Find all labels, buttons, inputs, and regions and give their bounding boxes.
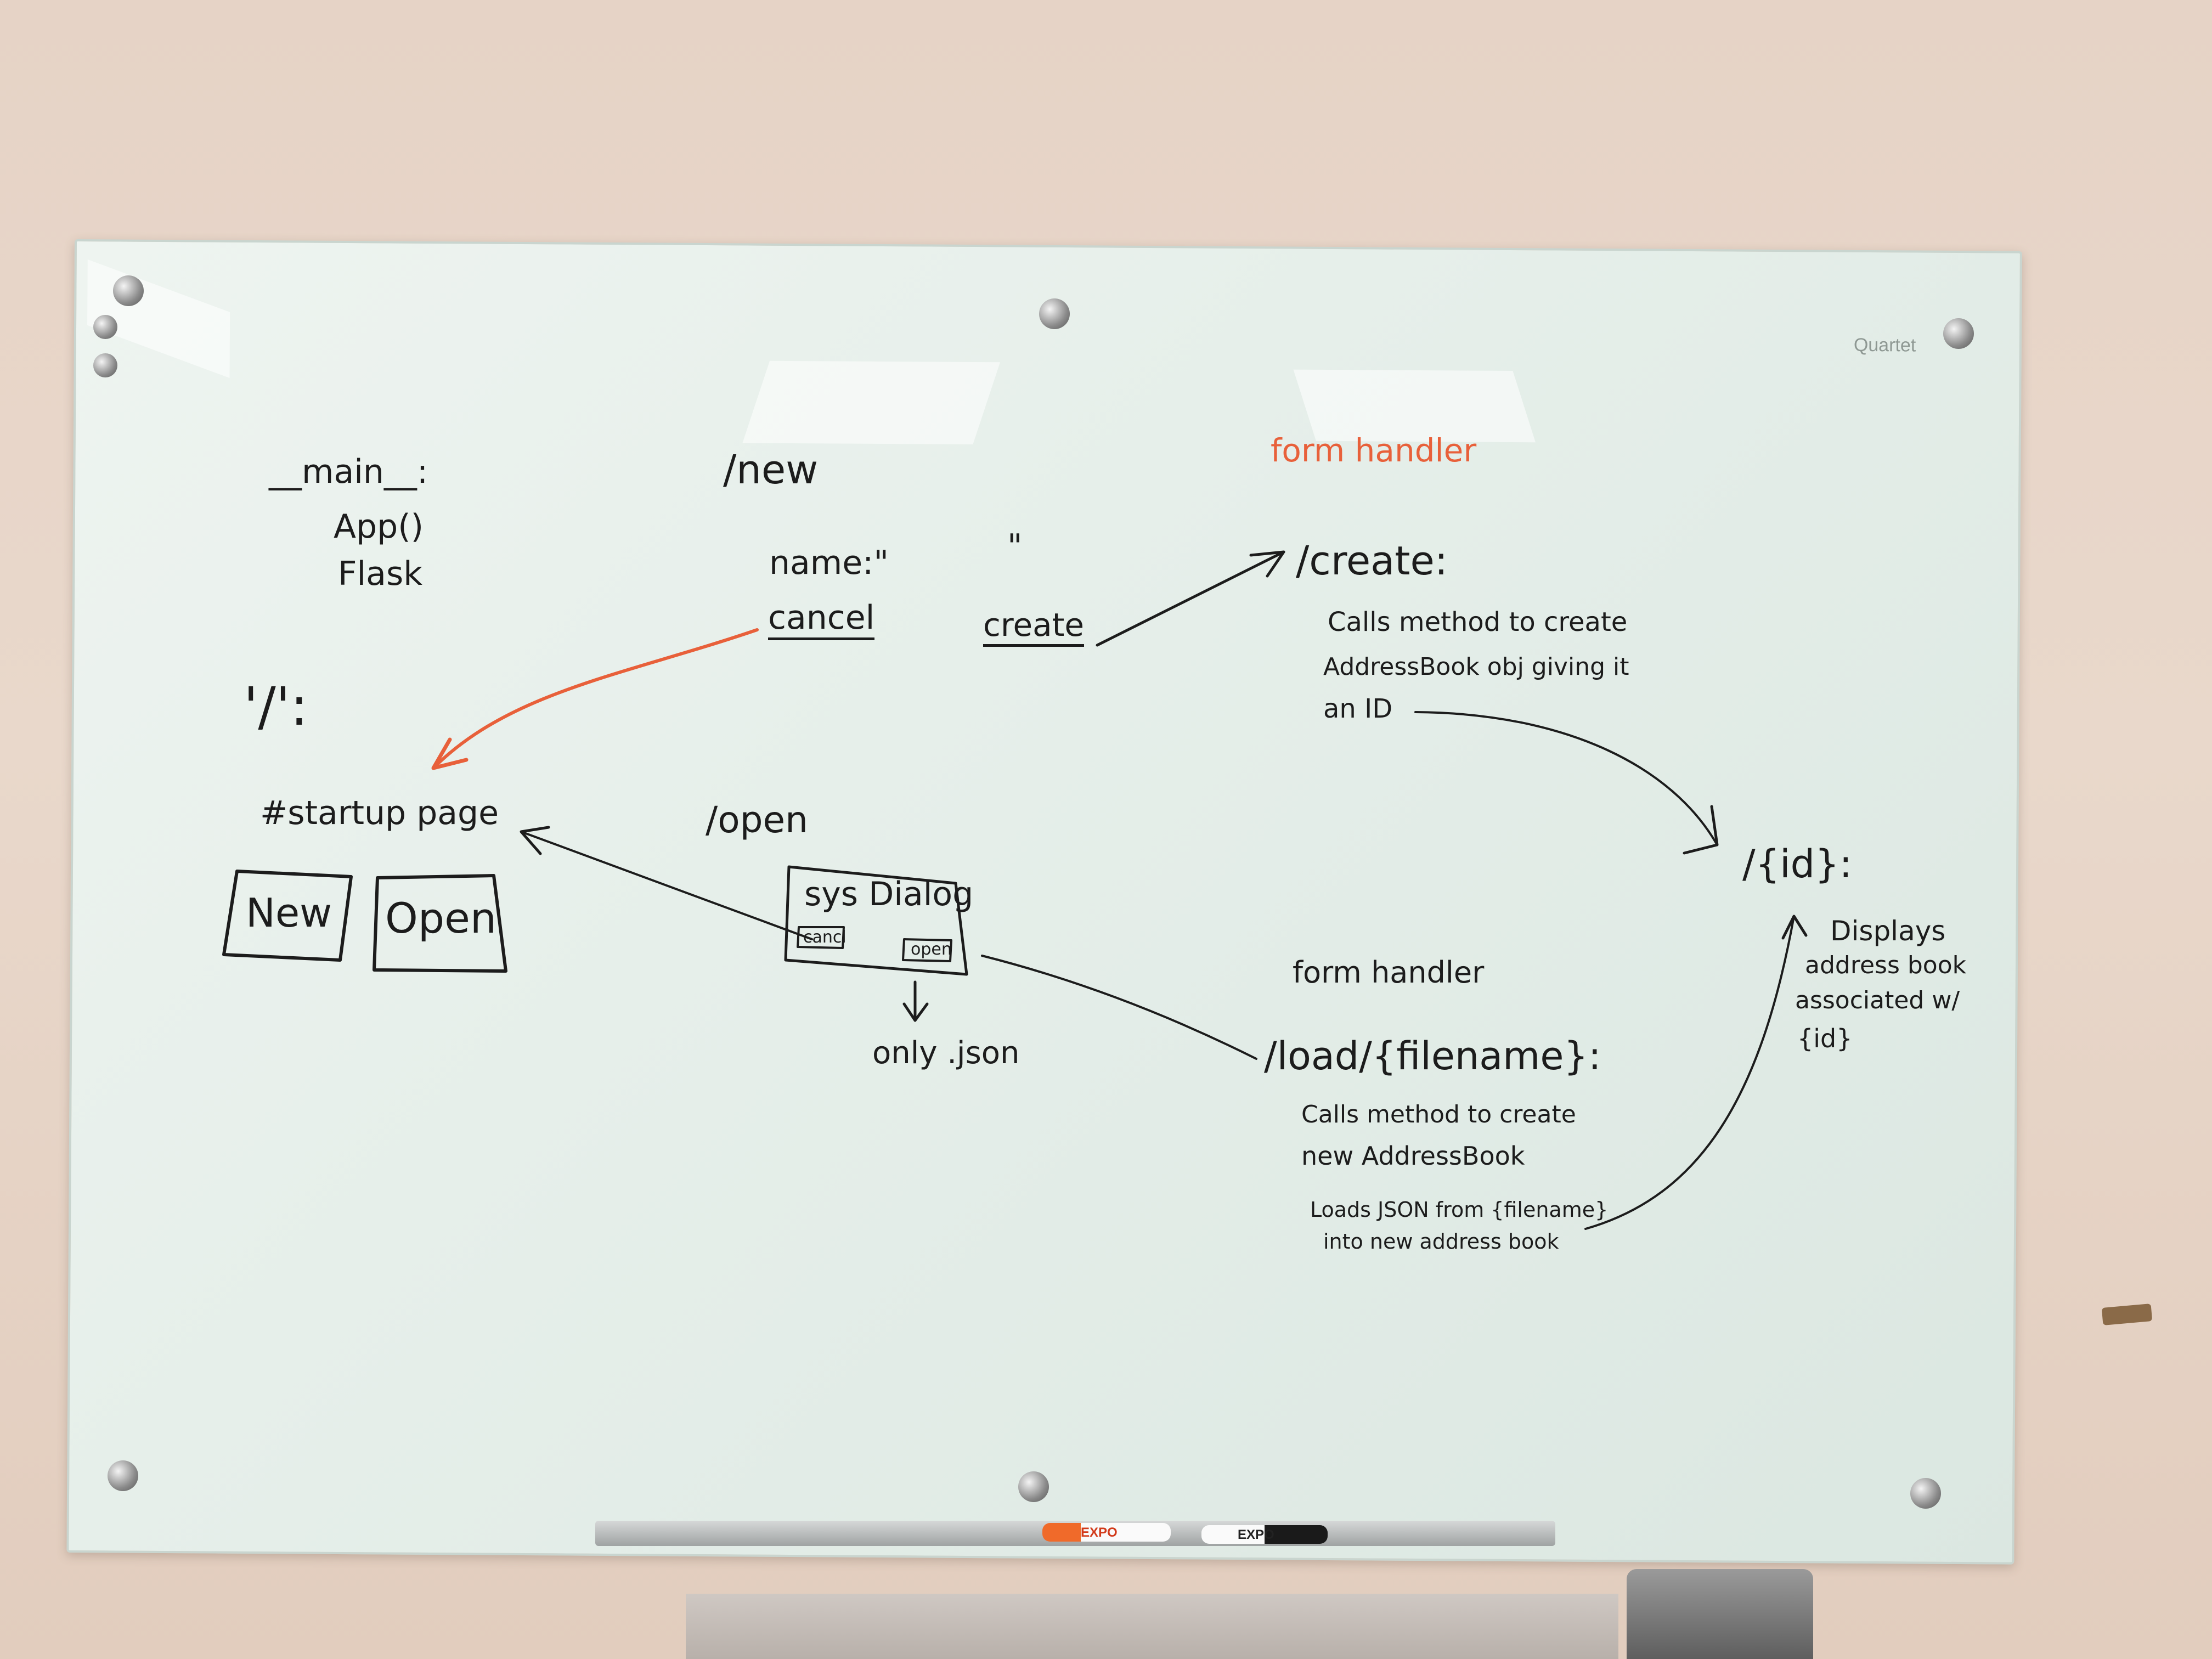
arrow-cancel-to-root <box>432 628 759 770</box>
root-route: '/': <box>244 676 308 737</box>
startup-new-button: New <box>246 890 332 936</box>
open-button-box <box>373 874 507 973</box>
arrow-dialog-to-startup <box>520 831 813 940</box>
mounting-pin <box>1039 298 1070 329</box>
dialog-open-label: open <box>911 940 952 959</box>
open-route: /open <box>706 799 808 841</box>
name-field: name:" <box>769 544 889 582</box>
create-link: create <box>983 609 1085 647</box>
red-marker[interactable]: EXPO <box>1042 1523 1171 1542</box>
arrow-load-to-id <box>1584 915 1795 1230</box>
line-dialog-to-load <box>981 955 1257 1060</box>
id-desc-4: {id} <box>1797 1024 1853 1053</box>
arrow-create-to-create-route <box>1096 550 1285 647</box>
mounting-pin <box>108 1460 138 1491</box>
sys-dialog-box <box>784 865 968 976</box>
id-desc-2: address book <box>1805 951 1967 979</box>
sys-dialog-label: sys Dialog <box>804 875 974 913</box>
id-desc-3: associated w/ <box>1795 986 1960 1014</box>
arrowhead-load-id <box>1781 915 1808 940</box>
cancel-link: cancel <box>768 601 875 640</box>
new-button-box <box>222 870 353 962</box>
magnet <box>93 315 117 339</box>
id-desc-1: Displays <box>1830 915 1946 947</box>
black-marker-brand: EXPO <box>1238 1527 1274 1542</box>
startup-open-button: Open <box>385 894 496 943</box>
mounting-pin <box>113 275 144 306</box>
main-flask: Flask <box>338 555 422 593</box>
arrow-create-to-id <box>1414 711 1718 846</box>
main-label: __main__: <box>269 453 428 491</box>
red-marker-brand: EXPO <box>1081 1525 1118 1540</box>
new-route: /new <box>723 447 819 493</box>
arrowhead-cancel <box>431 737 469 770</box>
create-desc-2: AddressBook obj giving it <box>1323 653 1629 681</box>
dialog-cancel-box <box>797 926 845 949</box>
arrowhead-startup <box>520 826 550 855</box>
create-route: /create: <box>1296 538 1448 584</box>
load-route: /load/{filename}: <box>1264 1034 1601 1079</box>
create-desc-1: Calls method to create <box>1328 607 1628 637</box>
black-marker[interactable]: EXPO <box>1201 1525 1328 1544</box>
create-desc-3: an ID <box>1323 693 1393 724</box>
load-desc-1: Calls method to create <box>1301 1101 1576 1128</box>
only-json-note: only .json <box>872 1035 1020 1071</box>
label-maker <box>1627 1569 1813 1659</box>
mounting-pin <box>1910 1478 1941 1509</box>
load-desc-3: Loads JSON from {filename} <box>1310 1198 1609 1222</box>
magnet <box>93 353 117 377</box>
id-route: /{id}: <box>1742 842 1853 887</box>
mounting-pin <box>1018 1471 1049 1502</box>
arrowhead-only-json <box>902 1002 929 1022</box>
load-desc-2: new AddressBook <box>1301 1141 1525 1171</box>
name-field-quote: " <box>1007 527 1023 566</box>
form-handler-black: form handler <box>1293 955 1485 990</box>
mounting-pin <box>1943 318 1974 349</box>
arrowhead-create <box>1249 550 1285 578</box>
startup-page: #startup page <box>260 794 499 832</box>
arrowhead-id <box>1683 805 1719 855</box>
cabinet <box>686 1594 1618 1659</box>
main-app: App() <box>334 507 424 546</box>
dialog-open-box <box>902 938 952 962</box>
load-desc-4: into new address book <box>1323 1229 1559 1254</box>
dialog-cancel-label: cancl <box>803 928 847 947</box>
form-handler-red: form handler <box>1271 432 1477 469</box>
